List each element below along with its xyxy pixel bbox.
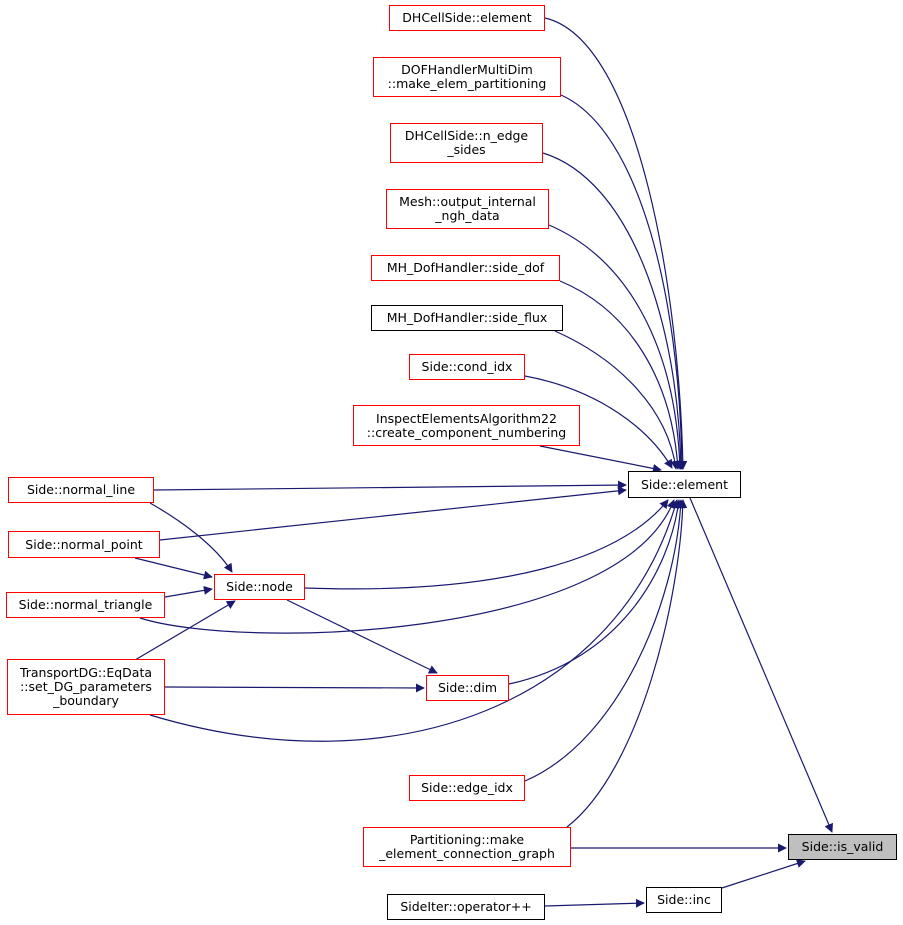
- node-side-node[interactable]: Side::node: [214, 574, 305, 600]
- edge-mh-side-flux-to-side-element: [554, 330, 680, 470]
- edge-side-cond-idx-to-side-element: [524, 375, 673, 469]
- node-label: SideIter::operator++: [400, 899, 532, 914]
- node-dhcellside-n-edge-sides[interactable]: DHCellSide::n_edge_sides: [390, 123, 543, 163]
- node-label: MH_DofHandler::side_dof: [386, 260, 545, 275]
- edge-dofhandler-make-elem-partitioning-to-side-element: [560, 94, 687, 470]
- node-mh-side-dof[interactable]: MH_DofHandler::side_dof: [371, 255, 560, 281]
- edge-transportdg-set-dg-parameters-boundary-to-side-element: [149, 499, 680, 742]
- edge-side-normal-triangle-to-side-element: [139, 499, 676, 634]
- node-side-inc[interactable]: Side::inc: [646, 887, 722, 913]
- node-label: Side::edge_idx: [421, 780, 513, 795]
- node-label: _element_connection_graph: [379, 846, 555, 861]
- node-inspect-create-component-numbering[interactable]: InspectElementsAlgorithm22::create_compo…: [353, 405, 580, 446]
- node-label: DHCellSide::n_edge: [404, 128, 529, 143]
- node-label: ::make_elem_partitioning: [387, 76, 547, 91]
- node-label: Side::normal_triangle: [18, 597, 153, 612]
- node-dofhandler-make-elem-partitioning[interactable]: DOFHandlerMultiDim::make_elem_partitioni…: [373, 57, 561, 97]
- node-side-cond-idx[interactable]: Side::cond_idx: [409, 354, 525, 380]
- edge-mh-side-dof-to-side-element: [559, 280, 682, 470]
- node-label: Partitioning::make: [409, 832, 525, 847]
- node-side-edge-idx[interactable]: Side::edge_idx: [409, 775, 525, 801]
- edge-side-node-to-side-element: [304, 499, 669, 590]
- edge-sideiter-operator-pp-to-side-inc: [544, 898, 645, 908]
- edge-side-edge-idx-to-side-element: [524, 499, 686, 782]
- node-side-is-valid: Side::is_valid: [788, 834, 897, 860]
- node-side-normal-line[interactable]: Side::normal_line: [8, 477, 154, 503]
- node-mesh-output-internal-ngh-data[interactable]: Mesh::output_internal_ngh_data: [386, 189, 549, 229]
- node-partitioning-make-element-connection-graph[interactable]: Partitioning::make_element_connection_gr…: [363, 827, 571, 867]
- node-label: Side::element: [641, 476, 728, 492]
- node-label: Side::is_valid: [801, 839, 884, 854]
- node-side-normal-point[interactable]: Side::normal_point: [8, 531, 160, 558]
- edge-side-normal-point-to-side-element: [159, 486, 627, 541]
- edge-dhcellside-element-to-side-element: [544, 17, 688, 470]
- node-label: Side::cond_idx: [421, 359, 513, 374]
- node-label: Side::node: [226, 579, 293, 594]
- node-label: Side::normal_line: [26, 482, 136, 497]
- node-label: ::set_DG_parameters: [20, 679, 152, 694]
- node-mh-side-flux[interactable]: MH_DofHandler::side_flux: [371, 305, 563, 331]
- node-side-normal-triangle[interactable]: Side::normal_triangle: [6, 592, 165, 618]
- edge-side-element-to-side-is-valid: [689, 497, 833, 833]
- node-label: Mesh::output_internal: [399, 194, 536, 209]
- node-label: _ngh_data: [435, 208, 500, 223]
- edge-side-node-to-side-dim: [286, 599, 438, 674]
- node-label: DOFHandlerMultiDim: [401, 62, 533, 77]
- edge-transportdg-set-dg-parameters-boundary-to-side-dim: [164, 683, 425, 693]
- node-label: InspectElementsAlgorithm22: [376, 410, 557, 426]
- edge-side-normal-line-to-side-node: [149, 502, 233, 573]
- edge-side-normal-point-to-side-node: [134, 557, 213, 580]
- node-label: MH_DofHandler::side_flux: [386, 310, 548, 325]
- node-sideiter-operator-pp[interactable]: SideIter::operator++: [387, 894, 545, 920]
- node-side-element[interactable]: Side::element: [628, 471, 741, 498]
- node-label: _sides: [447, 142, 486, 157]
- node-label: _boundary: [53, 693, 119, 708]
- node-label: Side::normal_point: [25, 536, 143, 552]
- edge-side-normal-triangle-to-side-node: [164, 585, 213, 598]
- node-label: DHCellSide::element: [402, 10, 532, 25]
- edge-side-inc-to-side-is-valid: [721, 859, 806, 889]
- edge-inspect-create-component-numbering-to-side-element: [539, 445, 662, 473]
- node-label: TransportDG::EqData: [19, 665, 153, 680]
- edge-dhcellside-n-edge-sides-to-side-element: [542, 152, 686, 470]
- node-transportdg-set-dg-parameters-boundary[interactable]: TransportDG::EqData::set_DG_parameters_b…: [7, 659, 165, 715]
- node-side-dim[interactable]: Side::dim: [426, 675, 509, 701]
- edge-side-dim-to-side-element: [508, 499, 683, 685]
- node-dhcellside-element[interactable]: DHCellSide::element: [389, 5, 545, 31]
- edge-partitioning-make-element-connection-graph-to-side-element: [566, 499, 688, 828]
- edge-side-normal-line-to-side-element: [153, 480, 627, 491]
- node-label: Side::inc: [657, 892, 711, 907]
- edge-mesh-output-internal-ngh-data-to-side-element: [548, 224, 685, 470]
- node-label: ::create_component_numbering: [366, 424, 567, 440]
- edge-transportdg-set-dg-parameters-boundary-to-side-node: [134, 600, 236, 661]
- node-label: Side::dim: [437, 680, 498, 695]
